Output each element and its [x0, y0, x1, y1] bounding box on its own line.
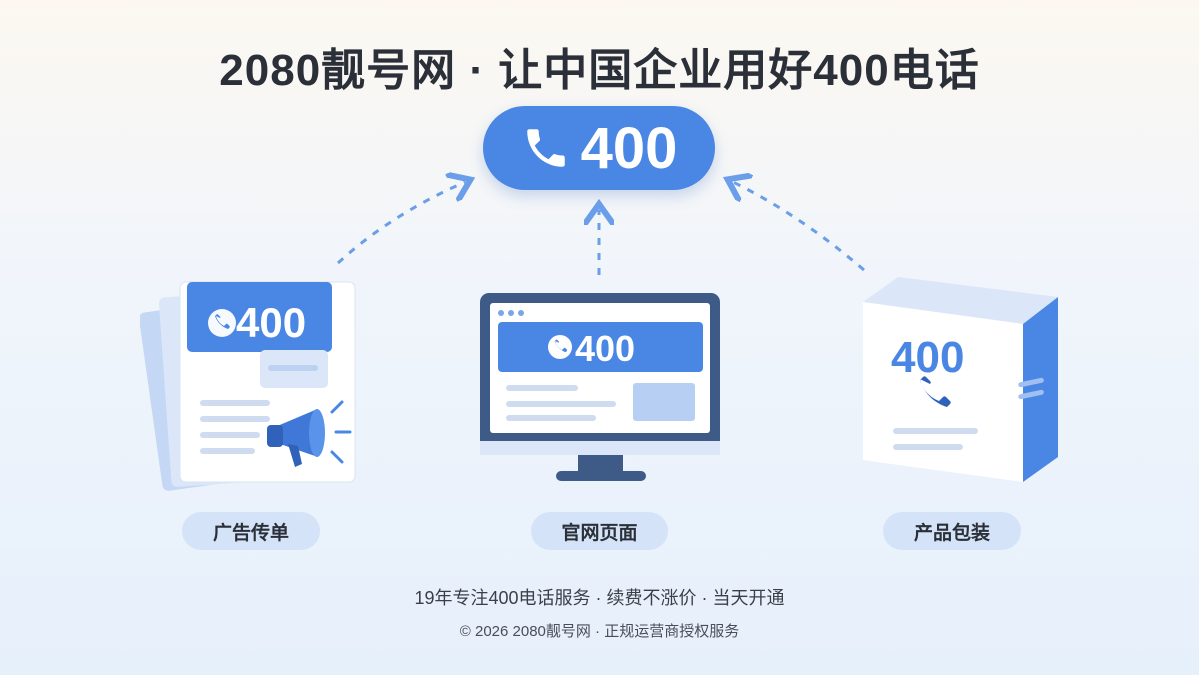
label-packaging: 产品包装: [883, 512, 1021, 550]
box-400-text: 400: [891, 333, 964, 382]
box-phone-icon: [920, 376, 951, 407]
hero-400-text: 400: [580, 115, 678, 181]
arrow-right: [733, 182, 865, 272]
arrow-left: [336, 182, 465, 265]
copyright: © 2026 2080靓号网 · 正规运营商授权服务: [459, 623, 740, 640]
box-icon: 400: [863, 277, 1058, 482]
monitor-400-text: 400: [575, 328, 635, 369]
flyer-illustration: 400: [140, 281, 356, 491]
flyer-400-text: 400: [236, 299, 306, 346]
label-flyer: 广告传单: [182, 512, 320, 550]
megaphone-icon: [267, 400, 352, 467]
hero-400-badge: 400: [483, 106, 715, 190]
label-website: 官网页面: [531, 512, 668, 550]
page-title: 2080靓号网 · 让中国企业用好400电话: [219, 46, 980, 95]
monitor-icon: 400: [480, 293, 720, 481]
phone-icon: [526, 129, 565, 167]
tagline: 19年专注400电话服务 · 续费不涨价 · 当天开通: [414, 588, 785, 608]
